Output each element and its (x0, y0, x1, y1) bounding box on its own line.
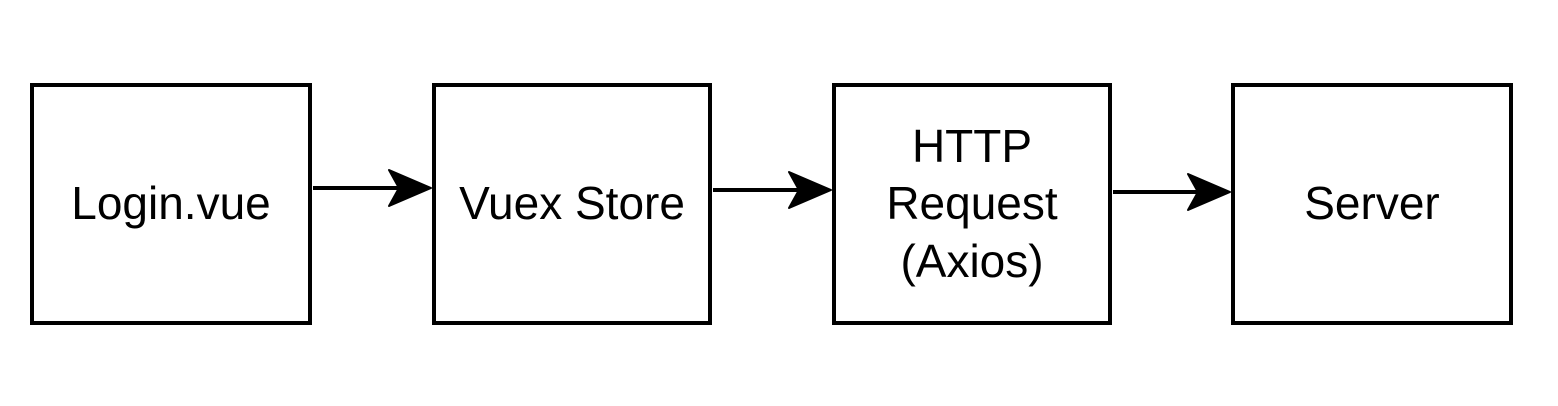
node-server: Server (1231, 83, 1513, 325)
node-http-request-axios-label: HTTP Request (Axios) (886, 119, 1058, 287)
node-login-vue-label: Login.vue (71, 177, 271, 230)
node-vuex-store-label: Vuex Store (459, 177, 685, 230)
node-vuex-store: Vuex Store (432, 83, 712, 325)
arrow-login-to-vuex-icon (313, 169, 432, 207)
arrow-http-to-server-icon (1113, 173, 1231, 211)
node-server-label: Server (1304, 177, 1440, 230)
arrow-vuex-to-http-icon (713, 171, 832, 209)
node-login-vue: Login.vue (30, 83, 312, 325)
node-http-request-axios: HTTP Request (Axios) (832, 83, 1112, 325)
